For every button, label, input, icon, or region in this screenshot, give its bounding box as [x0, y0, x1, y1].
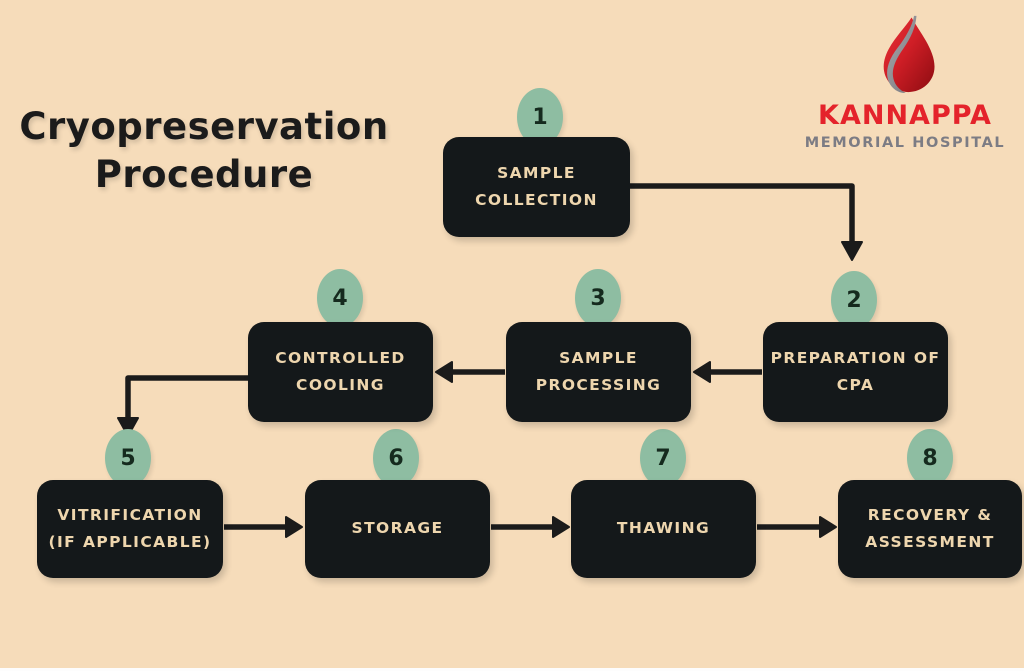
- step-badge-5: 5: [105, 429, 151, 487]
- step-box-sample-collection: SAMPLE COLLECTION: [443, 137, 630, 237]
- step-number: 5: [120, 445, 136, 471]
- step-label: RECOVERY & ASSESSMENT: [865, 505, 995, 551]
- step-label: VITRIFICATION (IF APPLICABLE): [48, 505, 212, 551]
- step-number: 3: [590, 285, 606, 311]
- step-badge-1: 1: [517, 88, 563, 146]
- step-number: 6: [388, 445, 404, 471]
- step-label: CONTROLLED COOLING: [275, 348, 406, 394]
- step-number: 2: [846, 287, 862, 313]
- step-badge-7: 7: [640, 429, 686, 487]
- step-box-recovery-assessment: RECOVERY & ASSESSMENT: [838, 480, 1022, 578]
- hospital-subtitle: MEMORIAL HOSPITAL: [804, 135, 1006, 152]
- step-label: SAMPLE COLLECTION: [475, 163, 598, 209]
- step-number: 4: [332, 285, 348, 311]
- step-box-sample-processing: SAMPLE PROCESSING: [506, 322, 691, 422]
- arrow-step4-to-step5: [117, 375, 248, 437]
- step-box-thawing: THAWING: [571, 480, 756, 578]
- step-badge-4: 4: [317, 269, 363, 327]
- step-box-preparation-of-cpa: PREPARATION OF CPA: [763, 322, 948, 422]
- arrow-step3-to-step4: [435, 361, 505, 383]
- step-label: PREPARATION OF CPA: [770, 348, 941, 394]
- step-badge-2: 2: [831, 271, 877, 329]
- step-label: THAWING: [616, 519, 711, 538]
- arrow-step5-to-step6: [224, 516, 303, 538]
- bottom-edge-strip: [0, 668, 1024, 671]
- arrow-step2-to-step3: [693, 361, 762, 383]
- arrow-step7-to-step8: [757, 516, 837, 538]
- step-badge-8: 8: [907, 429, 953, 487]
- step-box-vitrification: VITRIFICATION (IF APPLICABLE): [37, 480, 223, 578]
- step-badge-6: 6: [373, 429, 419, 487]
- step-label: STORAGE: [351, 519, 444, 538]
- blood-drop-icon: [883, 15, 935, 93]
- hospital-name: KANNAPPA: [818, 100, 992, 131]
- arrow-step1-to-step2: [630, 183, 863, 261]
- step-label: SAMPLE PROCESSING: [535, 348, 662, 394]
- step-number: 1: [532, 104, 548, 130]
- hospital-logo: KANNAPPA MEMORIAL HOSPITAL: [798, 14, 1012, 151]
- step-box-storage: STORAGE: [305, 480, 490, 578]
- page-title: Cryopreservation Procedure: [19, 105, 389, 197]
- step-box-controlled-cooling: CONTROLLED COOLING: [248, 322, 433, 422]
- step-number: 8: [922, 445, 938, 471]
- step-number: 7: [655, 445, 671, 471]
- step-badge-3: 3: [575, 269, 621, 327]
- arrow-step6-to-step7: [491, 516, 570, 538]
